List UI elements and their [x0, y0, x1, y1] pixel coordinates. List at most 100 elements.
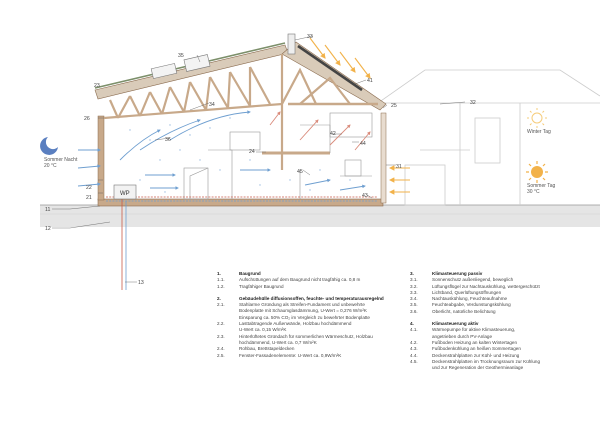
label-21: 21 [86, 195, 92, 201]
legend-heading: 1. Baugrund [217, 271, 397, 277]
legend-item: und zur Regeneration der Geothermieanlag… [410, 365, 595, 371]
legend-item: 3.3. Lichtband, Querlüftungsöffnungen [410, 290, 595, 296]
leader-lines [52, 35, 466, 283]
legend-number: 1.2. [217, 283, 225, 289]
legend-text: U-Wert ca. 0,15 W/m²K [239, 327, 287, 333]
legend-number: 3. [410, 271, 414, 276]
legend-text: Klimasteuerung aktiv [432, 321, 479, 327]
neighbour-house [377, 69, 600, 206]
legend-text: Lichtband, Querlüftungsöffnungen [432, 289, 502, 295]
label-42: 42 [330, 131, 336, 137]
roof-truss [103, 54, 378, 170]
legend-item: Bodenplatte mit Schaumglasdämmung, U-Wer… [217, 308, 397, 314]
label-41: 41 [367, 78, 373, 84]
legend-item: 3.2. Lüftungsflügel zur Nachtauskühlung, … [410, 284, 595, 290]
legend-item: U-Wert ca. 0,15 W/m²K [217, 327, 397, 333]
interior [183, 112, 373, 200]
legend-text: Fußbodenkühlung an heißen Sommertagen [432, 346, 521, 352]
legend-number: 3.6. [410, 308, 418, 314]
legend-item: 3.6.Oberlicht, natürliche Belichtung [410, 309, 595, 315]
legend-item: 4.5. Deckenstrahlplatten im Trocknungsrau… [410, 359, 595, 365]
legend-item: angetrieben durch PV-Anlage [410, 334, 595, 340]
legend-number: 4.5. [410, 358, 418, 364]
legend-number: 2.3. [217, 333, 225, 339]
legend-text: Lüftungsflügel zur Nachtauskühlung, wett… [432, 283, 540, 289]
legend-number: 3.5. [410, 302, 418, 308]
legend-text: Deckenstrahlplatten im Trocknungsraum zu… [432, 358, 541, 364]
legend-number: 4.1. [410, 327, 418, 333]
legend-number: 2.1. [217, 302, 225, 308]
summer-night-label: Sommer Nacht 20 °C [44, 157, 78, 169]
legend-number: 4.2. [410, 339, 418, 345]
legend-item: 2.5. Fenster-Fassadenelemente: U-Wert ca.… [217, 353, 397, 359]
summer-sun-icon [526, 161, 548, 183]
legend-item: 1.1. Aufschüttungen auf dem Baugrund nich… [217, 277, 397, 283]
legend-item: 2.1. Stahlarme Gründung als Streifen-Fund… [217, 302, 397, 308]
legend-text: Aufschüttungen auf dem Baugrund nicht tr… [239, 277, 361, 283]
heat-pump-label: WP [120, 191, 130, 197]
legend-text: Sonnenschutz außenliegend, beweglich [432, 277, 514, 283]
legend-item: 3.1. Sonnenschutz außenliegend, beweglich [410, 277, 595, 283]
legend-item: 4.1. Wärmepumpe für aktive Klimasteuerung… [410, 327, 595, 333]
legend-item: 2.4. Rohbau, Brettstapeldecken [217, 346, 397, 352]
legend-heading: 4.Klimasteuerung aktiv [410, 321, 595, 327]
legend-number: 2.4. [217, 346, 225, 352]
legend-number: 1.1. [217, 277, 225, 283]
legend-number: 4.3. [410, 346, 418, 352]
legend-text: hochdämmend, U-Wert ca. 0,7 W/m²K [239, 339, 317, 345]
legend-text: Fenster-Fassadenelemente: U-Wert ca. 0,9… [239, 352, 342, 358]
legend-text: Stahlarme Gründung als Streifen-Fundamen… [239, 302, 365, 308]
legend-column-1: 1. Baugrund 1.1. Aufschüttungen auf dem Bau… [217, 271, 397, 359]
legend-text: und zur Regeneration der Geothermieanlag… [432, 365, 524, 371]
label-33: 33 [307, 34, 313, 40]
legend-number: 2. [217, 295, 221, 301]
legend-text: Tragfähiger Baugrund [239, 283, 284, 289]
winter-day-label: Winter Tag [527, 129, 551, 135]
legend-text: Fußboden Heizung an kalten Wintertagen [432, 339, 518, 345]
legend-text: Rohbau, Brettstapeldecken [239, 346, 295, 352]
building-envelope [94, 33, 387, 207]
legend-number: 2.2. [217, 321, 225, 327]
label-23: 23 [94, 83, 100, 89]
label-13: 13 [138, 280, 144, 286]
label-11: 11 [45, 207, 50, 213]
air-flows [77, 110, 371, 191]
legend-text: Hinterlüftetes Gründach für sommerlichen… [239, 333, 373, 339]
label-31: 31 [396, 164, 402, 170]
legend-number: 3.4. [410, 296, 418, 302]
legend-text: Einsparung ca. 50% CO₂ im Vergleich zu b… [239, 314, 370, 320]
legend-number: 3.2. [410, 283, 418, 289]
summer-day-label: Sommer Tag 30 °C [527, 183, 556, 195]
label-45: 45 [297, 169, 303, 175]
winter-sun-icon [527, 108, 547, 128]
label-43: 43 [362, 193, 368, 199]
label-35: 35 [178, 53, 184, 59]
label-24: 24 [249, 149, 255, 155]
legend-heading: 3.Klimasteuerung passiv [410, 271, 595, 277]
legend-number: 3.3. [410, 289, 418, 295]
legend-text: Wärmepumpe für aktive Klimasteuerung, [432, 327, 516, 333]
heat-pump [113, 184, 137, 200]
label-12: 12 [45, 226, 51, 232]
legend-item: 4.3. Fußbodenkühlung an heißen Sommertage… [410, 346, 595, 352]
label-36: 36 [165, 137, 171, 143]
label-25: 25 [391, 103, 397, 109]
legend-item: 4.4.Deckenstrahlplatten zur Kühl- und He… [410, 353, 595, 359]
label-22: 22 [86, 185, 92, 191]
legend-number: 2.5. [217, 352, 225, 358]
legend-text: Baugrund [239, 271, 261, 276]
legend-number: 1. [217, 271, 221, 276]
sun-rays [309, 37, 410, 195]
legend-number: 3.1. [410, 277, 418, 283]
legend-item: hochdämmend, U-Wert ca. 0,7 W/m²K [217, 340, 397, 346]
ground-layer [40, 205, 600, 227]
legend-item: 1.2. Tragfähiger Baugrund [217, 284, 397, 290]
legend-text: Gebäudehülle diffusionsoffen, feuchte- u… [239, 295, 384, 301]
legend-item: 2.2. Lasttabtragende Außenwände, Holzbau … [217, 321, 397, 327]
label-32: 32 [470, 100, 476, 106]
air-dots [129, 117, 351, 193]
legend-item: 3.4.Nachtauskühlung, Feuchteaufnahme [410, 296, 595, 302]
legend-text: Lasttabtragende Außenwände, Holzbau hoch… [239, 321, 352, 327]
